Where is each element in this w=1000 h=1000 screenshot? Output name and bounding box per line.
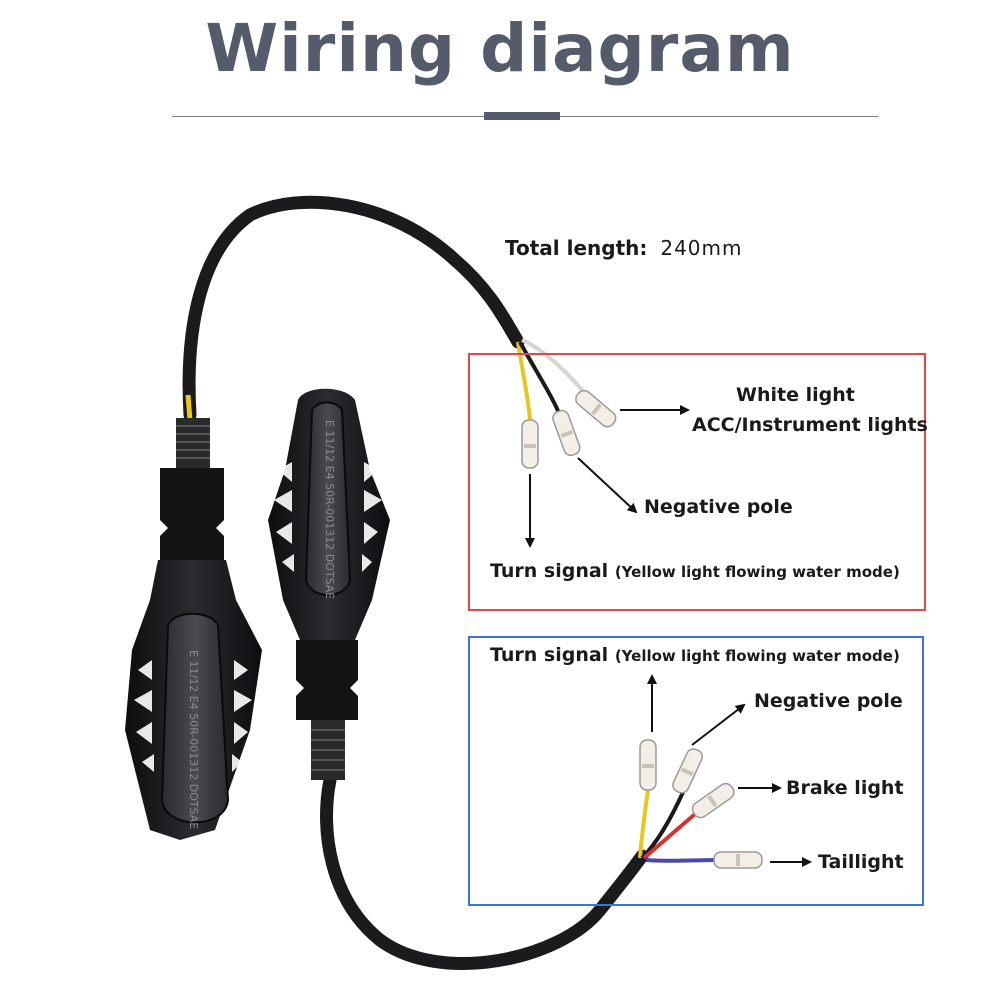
- label-turn-rear: Turn signal (Yellow light flowing water …: [490, 644, 900, 666]
- rear-connector-blue: [713, 851, 763, 869]
- rear-wire-black: [640, 789, 686, 860]
- front-connector-white: [575, 389, 617, 428]
- arrow-negative-front: [577, 457, 638, 514]
- front-cable-yellow-stub: [185, 394, 193, 421]
- rear-wire-yellow: [638, 789, 650, 859]
- label-white-light: White light: [736, 384, 855, 406]
- front-wiring-box: [468, 353, 926, 611]
- turn-rear-text: Turn signal: [490, 644, 609, 666]
- label-negative-front: Negative pole: [644, 496, 793, 518]
- label-turn-front: Turn signal (Yellow light flowing water …: [490, 560, 900, 582]
- front-lamp-marking: E 11/12 E4 50R-001312 DOTSAE: [187, 650, 200, 829]
- total-length-value: 240mm: [660, 236, 743, 260]
- page-title: Wiring diagram: [205, 10, 795, 87]
- rear-wiring-box: [468, 636, 924, 906]
- front-turn-signal-lamp: E 11/12 E4 50R-001312 DOTSAE: [125, 418, 262, 840]
- label-taillight: Taillight: [818, 851, 904, 873]
- label-brake-light: Brake light: [786, 777, 904, 799]
- total-length-key: Total length:: [505, 236, 648, 260]
- turn-front-mode: (Yellow light flowing water mode): [614, 563, 900, 581]
- label-acc-instrument: ACC/Instrument lights: [692, 414, 928, 436]
- front-connector-black: [552, 409, 581, 457]
- rear-wire-blue: [645, 858, 717, 863]
- front-cable: [182, 195, 525, 422]
- rear-connector-black: [672, 748, 703, 794]
- rear-connector-red: [691, 782, 735, 819]
- arrow-negative-rear: [691, 703, 746, 746]
- label-negative-rear: Negative pole: [754, 690, 903, 712]
- front-connector-yellow: [521, 419, 539, 469]
- rear-turn-signal-lamp: E 11/12 E4 50R-001312 DOTSAE: [268, 388, 390, 780]
- rear-cable: [320, 773, 649, 970]
- title-divider-accent: [484, 112, 560, 120]
- total-length-label: Total length: 240mm: [505, 236, 742, 260]
- front-wire-white: [521, 338, 588, 397]
- turn-front-text: Turn signal: [490, 560, 609, 582]
- rear-connector-yellow: [639, 739, 657, 791]
- turn-rear-mode: (Yellow light flowing water mode): [614, 647, 900, 665]
- rear-lamp-marking: E 11/12 E4 50R-001312 DOTSAE: [323, 420, 336, 599]
- front-wire-yellow: [516, 341, 532, 421]
